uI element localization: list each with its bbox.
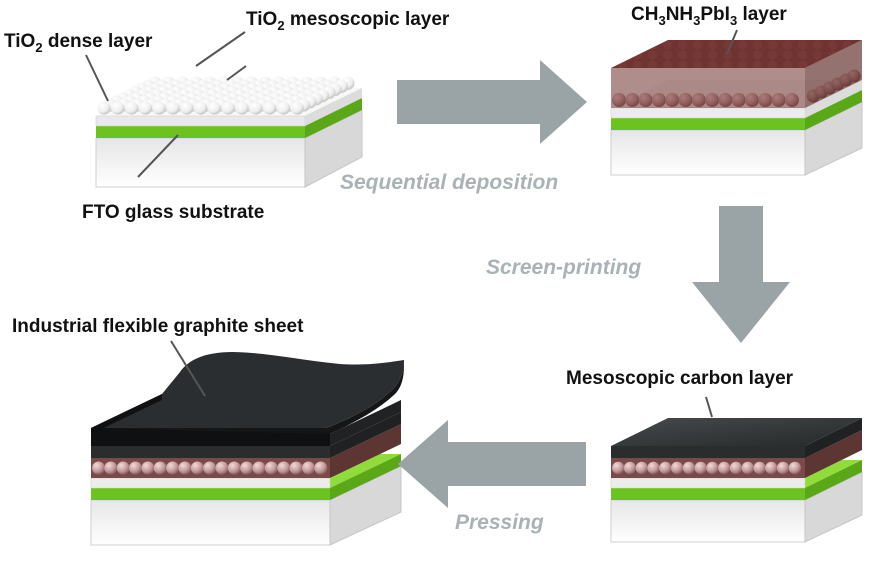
perovskite-sphere [203,461,217,475]
tio2-sphere [111,101,125,115]
perovskite-sphere [178,461,192,475]
pointer-perovskite [726,29,738,55]
arrow-right [397,60,587,144]
carbon-layer-4 [91,412,401,458]
perovskite-sphere [741,461,754,475]
tio2-sphere [180,101,194,115]
tio2-sphere [138,101,152,115]
perovskite-sphere [765,461,778,475]
perovskite-sphere [190,461,204,475]
perovskite-sphere [104,461,118,475]
label-fto-glass: FTO glass substrate [82,202,264,223]
perovskite-sphere [647,461,660,475]
tio2-sphere [97,101,111,115]
perovskite-sphere [215,461,229,475]
perovskite-sphere [264,461,278,475]
tio2-sphere [207,101,221,115]
label-graphite-sheet: Industrial flexible graphite sheet [12,316,304,337]
perovskite-sphere [153,461,167,475]
step-sequential-deposition: Sequential deposition [340,171,558,194]
perovskite-sphere [302,461,315,475]
label-perovskite: CH3NH3PbI3 layer [631,4,787,28]
perovskite-sphere [753,461,766,475]
perovskite-sphere [635,461,648,475]
tio2-sphere [166,101,180,115]
tio2-sphere [276,101,290,115]
perovskite-sphere [240,461,254,475]
graphite-sheet [91,352,404,446]
step-pressing: Pressing [455,511,544,534]
perovskite-sphere [252,461,266,475]
perovskite-sphere [788,461,802,475]
tio2-sphere [235,101,249,115]
step-screen-printing: Screen-printing [486,256,641,279]
pointer-tio2-dense [85,54,109,102]
pointer-carbon [705,396,713,418]
stack-carbon [610,418,863,543]
stack-perovskite [610,40,863,176]
pointer-fto [137,134,179,178]
stack-tio2-fto [95,76,363,188]
arrow-left [398,420,586,508]
stack-graphite [90,352,404,546]
tio2-sphere [152,101,166,115]
perovskite-sphere [141,461,155,475]
perovskite-sphere [718,461,731,475]
perovskite-sphere [612,461,625,475]
tio2-mesoscopic-spheres [97,76,355,115]
perovskite-sphere [670,461,684,475]
perovskite-sphere [116,461,130,475]
tio2-sphere [290,101,304,115]
pointer-tio2-meso [195,31,246,67]
perovskite-sphere [314,461,328,475]
tio2-sphere [125,101,139,115]
label-tio2-dense: TiO2 dense layer [4,31,153,55]
perovskite-sphere [694,461,707,475]
perovskite-sphere [166,461,180,475]
pink-spheres-3 [612,461,802,475]
tio2-sphere [194,101,208,115]
perovskite-sphere [659,461,672,475]
tio2-sphere [249,101,263,115]
perovskite-sphere [277,461,291,475]
perovskite-block [611,40,862,108]
pointer-graphite [170,340,206,397]
perovskite-sphere [92,461,105,475]
perovskite-sphere [729,461,743,475]
carbon-layer [611,418,862,458]
perovskite-sphere [623,461,637,475]
perovskite-sphere [289,461,303,475]
perovskite-sphere [129,461,142,475]
perovskite-sphere [776,461,790,475]
label-tio2-mesoscopic: TiO2 mesoscopic layer [246,9,450,33]
perovskite-sphere [227,461,241,475]
pink-spheres-4 [92,461,328,475]
perovskite-sphere [682,461,696,475]
label-mesoscopic-carbon: Mesoscopic carbon layer [566,368,794,389]
tio2-sphere [263,101,277,115]
pointer-tio2-meso-head [226,65,247,81]
tio2-sphere [221,101,235,115]
arrow-down [692,206,790,343]
perovskite-sphere [706,461,719,475]
